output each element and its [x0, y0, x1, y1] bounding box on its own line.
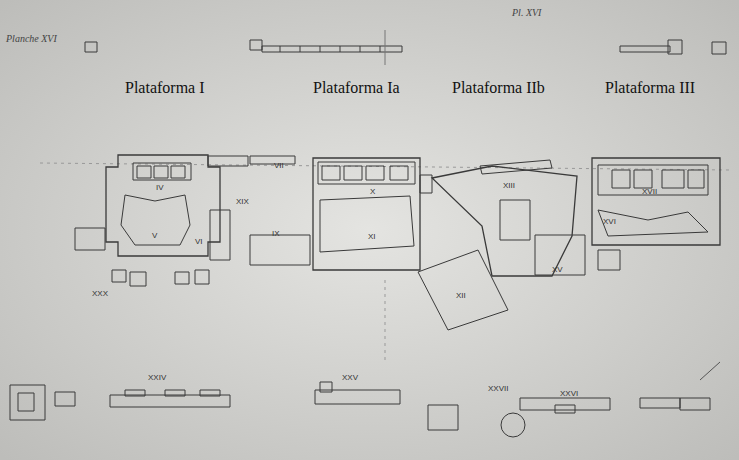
- room-number: XIX: [236, 198, 249, 206]
- room-number: XXVII: [488, 385, 508, 393]
- room-number: XI: [368, 233, 376, 241]
- room-number: VI: [195, 238, 203, 246]
- room-number: X: [370, 188, 375, 196]
- room-number: XIII: [503, 182, 515, 190]
- room-number: XVI: [603, 218, 616, 226]
- platform-label: Plataforma Ia: [313, 80, 400, 96]
- plate-number: Pl. XVI: [512, 8, 541, 18]
- room-number: VII: [274, 162, 284, 170]
- room-number: XXX: [92, 290, 108, 298]
- room-number: XII: [456, 292, 466, 300]
- platform-label: Plataforma IIb: [452, 80, 545, 96]
- platform-label: Plataforma I: [125, 80, 205, 96]
- plate-number: Planche XVI: [6, 34, 57, 44]
- room-number: XV: [552, 266, 563, 274]
- room-number: IV: [156, 184, 164, 192]
- room-number: XVII: [642, 188, 657, 196]
- room-number: XXVI: [560, 390, 578, 398]
- room-number: XXIV: [148, 374, 166, 382]
- room-number: IX: [272, 230, 280, 238]
- platform-label: Plataforma III: [605, 80, 695, 96]
- room-number: V: [152, 232, 157, 240]
- room-number: XXV: [342, 374, 358, 382]
